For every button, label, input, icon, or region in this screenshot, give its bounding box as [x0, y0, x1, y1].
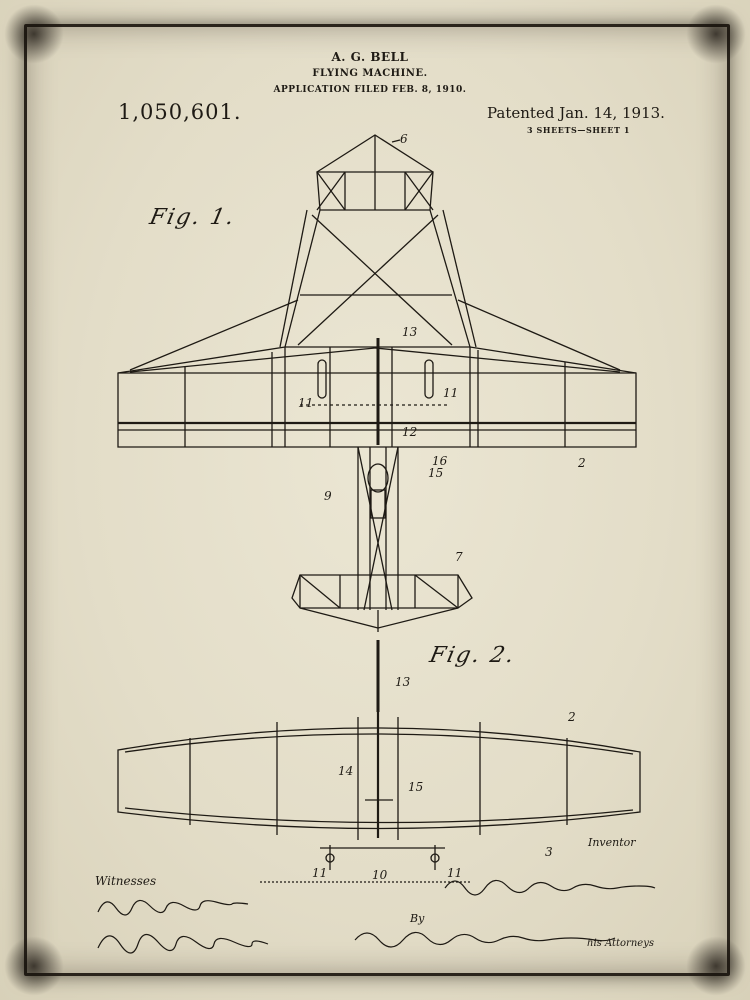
ref-numeral: 13: [402, 325, 418, 339]
ref-numeral: 11: [447, 866, 463, 880]
signature-strokes: [97, 879, 656, 954]
corner-burn: [686, 936, 746, 996]
ref-numeral: 2: [568, 710, 576, 724]
corner-burn: [4, 4, 64, 64]
ref-numeral: 15: [408, 780, 424, 794]
inventor-name: A. G. BELL: [331, 50, 409, 64]
sheet-count: 3 SHEETS—SHEET 1: [527, 125, 631, 135]
ref-numeral: 16: [432, 454, 448, 468]
witness-signature-2: [97, 933, 269, 954]
side-wing: [117, 727, 641, 830]
right-leg: [429, 209, 471, 348]
inventor-label: Inventor: [588, 836, 636, 849]
left-leg: [284, 209, 321, 348]
inventor-signature: [444, 879, 656, 896]
sheet-border: [24, 24, 730, 976]
fig2-drawing: [117, 640, 641, 883]
ref-numeral: 11: [443, 386, 459, 400]
ref-numeral: 14: [338, 764, 354, 778]
ref-numeral: 6: [400, 132, 408, 146]
filing-date: APPLICATION FILED FEB. 8, 1910.: [273, 85, 467, 95]
attorney-signature: [354, 931, 616, 948]
ref-numeral: 7: [455, 550, 463, 564]
patented-date: Patented Jan. 14, 1913.: [487, 104, 665, 122]
ref-numeral: 11: [312, 866, 328, 880]
ref-numeral: 2: [578, 456, 586, 470]
attorneys-label: his Attorneys: [587, 938, 654, 949]
ref-numeral: 13: [395, 675, 411, 689]
ref-numeral: 10: [372, 868, 388, 882]
fig1-drawing: [117, 134, 637, 632]
operator-seat: [367, 463, 389, 493]
ref-numeral: 12: [402, 425, 418, 439]
witness-signature-1: [97, 899, 249, 916]
patent-number: 1,050,601.: [118, 100, 242, 124]
by-label: By: [410, 912, 425, 925]
ref-numeral: 3: [545, 845, 553, 859]
ref-numeral: 15: [428, 466, 444, 480]
witnesses-label: Witnesses: [95, 874, 157, 888]
corner-burn: [4, 936, 64, 996]
ref-numeral: 11: [298, 396, 314, 410]
ref-numeral: 9: [324, 489, 332, 503]
corner-burn: [686, 4, 746, 64]
patent-title: FLYING MACHINE.: [312, 68, 428, 79]
